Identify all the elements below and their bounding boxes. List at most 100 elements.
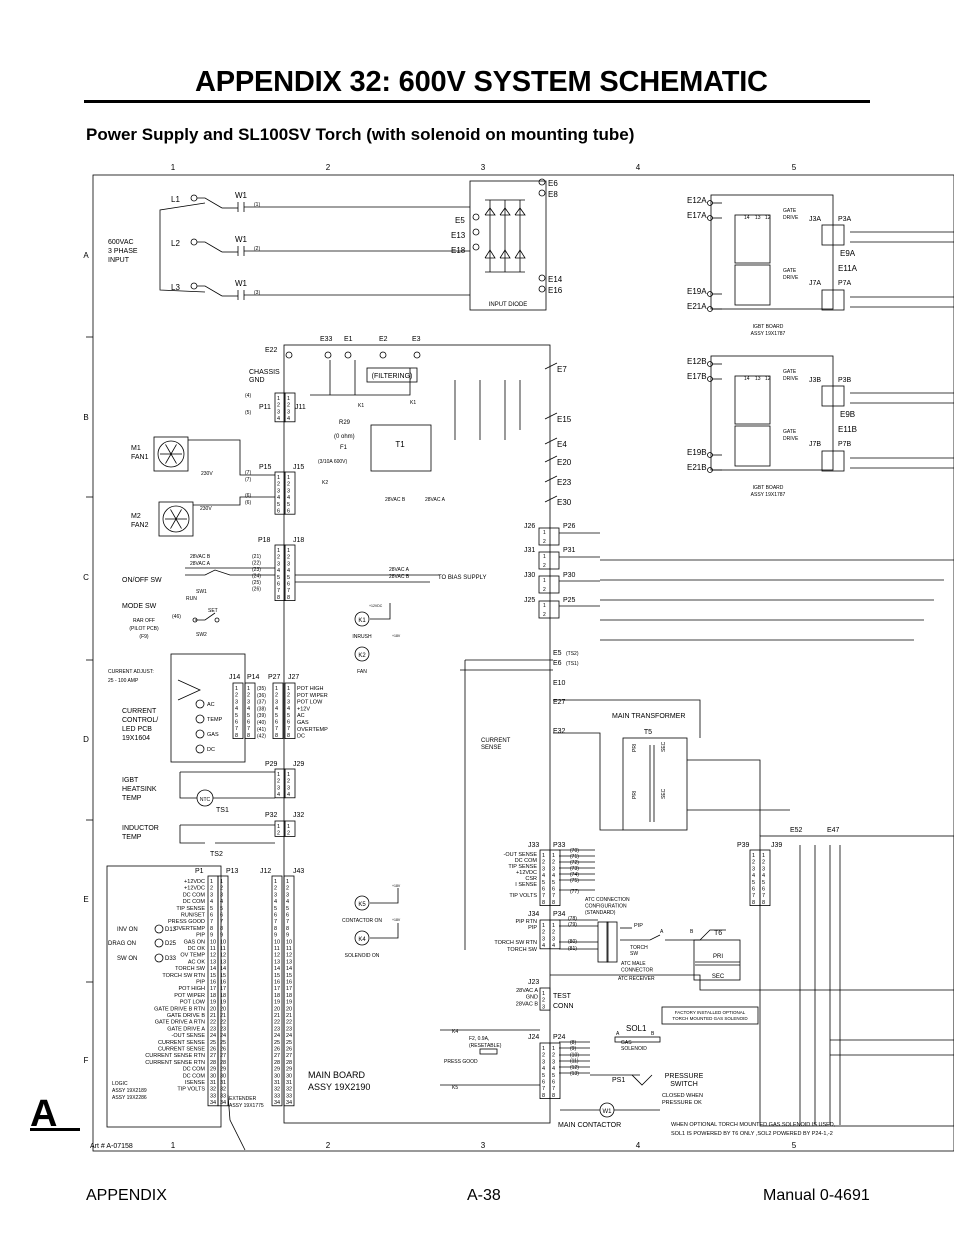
- wire-number: (10): [570, 1052, 579, 1058]
- pin-number: 20: [286, 1006, 292, 1012]
- connector-block: [284, 471, 296, 515]
- wire-number: (46): [172, 614, 181, 620]
- contactor-coil-label: W1: [603, 1109, 613, 1115]
- pin-number: 7: [286, 919, 289, 925]
- pin-number: 12: [274, 953, 280, 959]
- wire: [544, 437, 558, 445]
- pin-number: 6: [542, 1080, 545, 1086]
- pin-number: 24: [286, 1033, 292, 1039]
- wire: [197, 285, 223, 297]
- main-terminal-ring: [344, 351, 352, 359]
- fan-rotor: [162, 505, 190, 533]
- igbt-terminal: E12A: [687, 196, 707, 205]
- logic-signal: POT HIGH: [179, 986, 206, 992]
- wire-number: (4): [245, 393, 251, 399]
- row-letter: E: [83, 895, 88, 904]
- connector-block: [538, 575, 560, 594]
- wire-number: (23): [252, 567, 261, 573]
- logic-signal: CURRENT SENSE RTN: [145, 1060, 205, 1066]
- logic-signal: GATE DRIVE B RTN: [154, 1006, 205, 1012]
- pin-number: 4: [277, 792, 280, 798]
- switch-label: RUN: [186, 596, 197, 602]
- pin-number: 16: [286, 980, 292, 986]
- connector-label: P18: [258, 537, 271, 544]
- pin-number: 3: [287, 409, 290, 415]
- pin-number: 29: [286, 1067, 292, 1073]
- inductor-temp-label: TEMP: [122, 834, 142, 841]
- t6-secondary: SEC: [712, 974, 725, 980]
- logic-signal: GATE DRIVE A RTN: [155, 1020, 205, 1026]
- connector-label: P34: [553, 911, 566, 918]
- switch-label: MODE SW: [122, 603, 157, 610]
- current-control-label: CURRENT: [122, 708, 157, 715]
- logic-pcb-label: ASSY 19X2189: [112, 1088, 147, 1094]
- transformer-t1: [370, 424, 432, 472]
- control-signal: DC: [297, 734, 305, 740]
- t1-label: T1: [395, 440, 405, 449]
- logic-led: [154, 938, 164, 948]
- pin-number: 4: [552, 873, 555, 879]
- pin-number: 5: [287, 502, 290, 508]
- pin-number: 14: [744, 376, 750, 382]
- switch-contact: [192, 617, 198, 623]
- logic-signal: DC COM: [183, 892, 206, 898]
- atc-config-label: ATC CONNECTION: [585, 897, 630, 903]
- input-phase-label: L1: [171, 195, 180, 204]
- wire: [179, 772, 197, 799]
- pin-number: 30: [274, 1073, 280, 1079]
- solenoid-relay-label: K4: [358, 937, 366, 943]
- pin-number: 6: [287, 582, 290, 588]
- extender-label: EXTENDER: [229, 1096, 257, 1102]
- gate-drive-label: GATE: [783, 208, 797, 214]
- pin-number: 2: [220, 886, 223, 892]
- pin-number: 33: [274, 1093, 280, 1099]
- connector-label: P25: [563, 597, 576, 604]
- pin-number: 2: [235, 693, 238, 699]
- logic-signal: GATE DRIVE B: [167, 1013, 205, 1019]
- pin-number: 14: [286, 966, 292, 972]
- pin-number: 31: [274, 1080, 280, 1086]
- pin-number: 30: [220, 1073, 226, 1079]
- led-label: DC: [207, 747, 215, 753]
- wire-number: (1): [254, 202, 260, 208]
- connector-label: P27: [268, 674, 281, 681]
- j33-signal: I SENSE: [515, 882, 537, 888]
- pin-number: 1: [235, 686, 238, 692]
- pin-number: 5: [287, 575, 290, 581]
- pin-number: 2: [542, 930, 545, 936]
- pin-number: 2: [752, 860, 755, 866]
- igbt-output-terminal: E9B: [840, 410, 855, 419]
- j34-signal: PIP: [528, 925, 537, 931]
- main-board-outline: [283, 344, 551, 1124]
- wire: [665, 929, 726, 941]
- pip-label: PIP: [634, 923, 643, 929]
- status-led: [195, 744, 205, 754]
- inrush-relay-function: INRUSH: [352, 634, 372, 640]
- main-terminal-ring: [379, 351, 387, 359]
- row-letter: B: [83, 413, 88, 422]
- connector-block: [284, 392, 296, 423]
- fan-rotor: [157, 440, 185, 468]
- logic-signal: RUN/SET: [181, 913, 206, 919]
- connector-block: [549, 849, 561, 906]
- pin-number: 33: [210, 1093, 216, 1099]
- solenoid-note: SOL1 IS POWERED BY T6 ONLY ,SOL2 POWERED…: [671, 1131, 833, 1137]
- connector-block: [538, 551, 560, 570]
- solenoid-relay-function: SOLENOID ON: [345, 953, 380, 959]
- bias-supply-label: TO BIAS SUPPLY: [438, 575, 486, 581]
- pin-number: 18: [286, 993, 292, 999]
- wire: [553, 732, 623, 831]
- wire-number: (81): [568, 946, 577, 952]
- filter-box: [366, 367, 418, 383]
- igbt-output-terminal: E9A: [840, 249, 856, 258]
- column-number-top: 2: [326, 163, 331, 172]
- igbt-module: [734, 214, 771, 264]
- logic-pcb: [106, 865, 222, 1128]
- pin-number: 5: [210, 906, 213, 912]
- pin-number: 14: [210, 966, 216, 972]
- winding-label: PRI: [632, 791, 638, 799]
- fan-blade: [170, 518, 177, 529]
- control-signal: POT HIGH: [297, 686, 324, 692]
- wire: [179, 825, 205, 844]
- connector-block: [539, 987, 551, 1011]
